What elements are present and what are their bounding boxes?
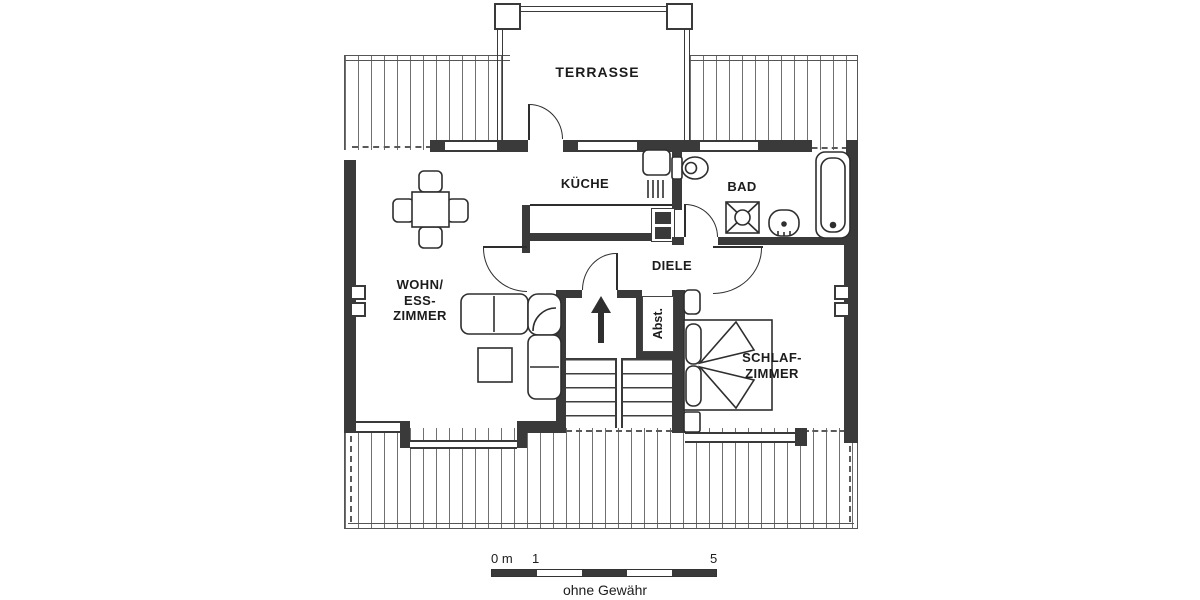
room-label-line: ZIMMER [745, 365, 799, 381]
terrace-railing-outer [497, 6, 690, 141]
terrace-post [666, 3, 693, 30]
wall-segment [672, 421, 685, 433]
window [578, 140, 637, 152]
room-label-schlafzimmer: SCHLAF- ZIMMER [722, 350, 822, 381]
terrace-post [494, 3, 521, 30]
wall-window-mark [834, 302, 850, 317]
room-label-line: SCHLAF- [742, 350, 802, 365]
wall-closet-bottom [636, 350, 672, 358]
wall-segment [497, 140, 528, 152]
stairs-up-arrow-shaft [598, 313, 604, 343]
scale-disclaimer: ohne Gewähr [562, 582, 648, 598]
room-label-line: ESS- [404, 292, 436, 308]
room-label-kueche: KÜCHE [560, 176, 610, 191]
dining-table-icon [392, 170, 469, 249]
window-bay [410, 440, 517, 449]
wall-kitchen-corner [522, 205, 530, 253]
bathtub-icon [815, 151, 851, 239]
toilet-icon [671, 156, 709, 180]
roof-inner-line [348, 523, 854, 524]
kitchen-counter-line [530, 204, 672, 206]
scale-label-five: 5 [710, 551, 718, 566]
sofa-icon [460, 293, 562, 400]
stairs-up-arrow-head [591, 296, 611, 313]
window [700, 140, 758, 152]
wall-segment [846, 428, 858, 443]
wall-kitchen-bath [672, 152, 682, 210]
roof-hatch-top-left [344, 55, 510, 150]
wall-bath-bottom [672, 237, 684, 245]
livingroom-door-leaf [483, 246, 527, 248]
scale-segment [492, 570, 537, 576]
kitchen-sink-icon [642, 149, 671, 198]
coffee-table-icon [477, 347, 513, 383]
roof-inner-line [344, 60, 510, 61]
wall-segment [430, 140, 445, 152]
bedroom-door-leaf [713, 246, 763, 248]
wall-segment [527, 421, 566, 433]
wall-hall-bottom [617, 290, 640, 298]
room-label-wohnzimmer: WOHN/ ESS- ZIMMER [370, 277, 470, 324]
room-label-diele: DIELE [651, 258, 693, 273]
scale-label-one: 1 [532, 551, 540, 566]
duct-block [655, 227, 671, 239]
wall-segment [563, 140, 578, 152]
scale-segment [537, 570, 582, 576]
room-label-line: WOHN/ [396, 277, 444, 292]
wall-bay-side [400, 421, 410, 448]
closet-abstellraum: Abst. [642, 296, 674, 352]
washbasin-icon [768, 209, 800, 237]
double-bed-icon [683, 289, 773, 433]
wall-segment [637, 140, 700, 152]
scale-segment [582, 570, 627, 576]
wall-closet-left [636, 290, 642, 358]
window [356, 421, 400, 433]
wall-segment [795, 428, 807, 446]
duct-block [655, 212, 671, 224]
wall-hall-bottom [556, 290, 582, 298]
wall-bath-bottom [718, 237, 846, 245]
scale-label-zero: 0 m [491, 551, 513, 566]
wall-window-mark [834, 285, 850, 300]
scale-bar [491, 569, 717, 577]
window [445, 140, 503, 152]
staircase-divider [615, 358, 623, 428]
roof-dashed-edge [771, 147, 858, 149]
wall-bay-side [517, 421, 527, 448]
wall-window-mark [350, 302, 366, 317]
room-label-line: ZIMMER [393, 308, 447, 323]
stairwell-door-leaf [616, 253, 618, 290]
wall-kitchen-bottom [522, 233, 655, 241]
shower-icon [725, 201, 760, 234]
roof-dashed-edge [849, 436, 851, 522]
terrace-railing-inner [502, 11, 685, 141]
room-label-terrasse: TERRASSE [555, 64, 640, 80]
roof-hatch-top-right [690, 55, 858, 150]
roof-dashed-edge [350, 436, 352, 522]
roof-inner-line [690, 60, 858, 61]
roof-dashed-edge [566, 430, 672, 432]
scale-segment [672, 570, 716, 576]
scale-segment [627, 570, 672, 576]
wall-stairwell-right [672, 290, 685, 432]
roof-dashed-edge [352, 146, 432, 148]
roof-dashed-edge [803, 430, 846, 432]
room-label-bad: BAD [727, 179, 757, 194]
window-bedroom [685, 432, 795, 443]
wall-window-mark [350, 285, 366, 300]
wall-segment [758, 140, 812, 152]
